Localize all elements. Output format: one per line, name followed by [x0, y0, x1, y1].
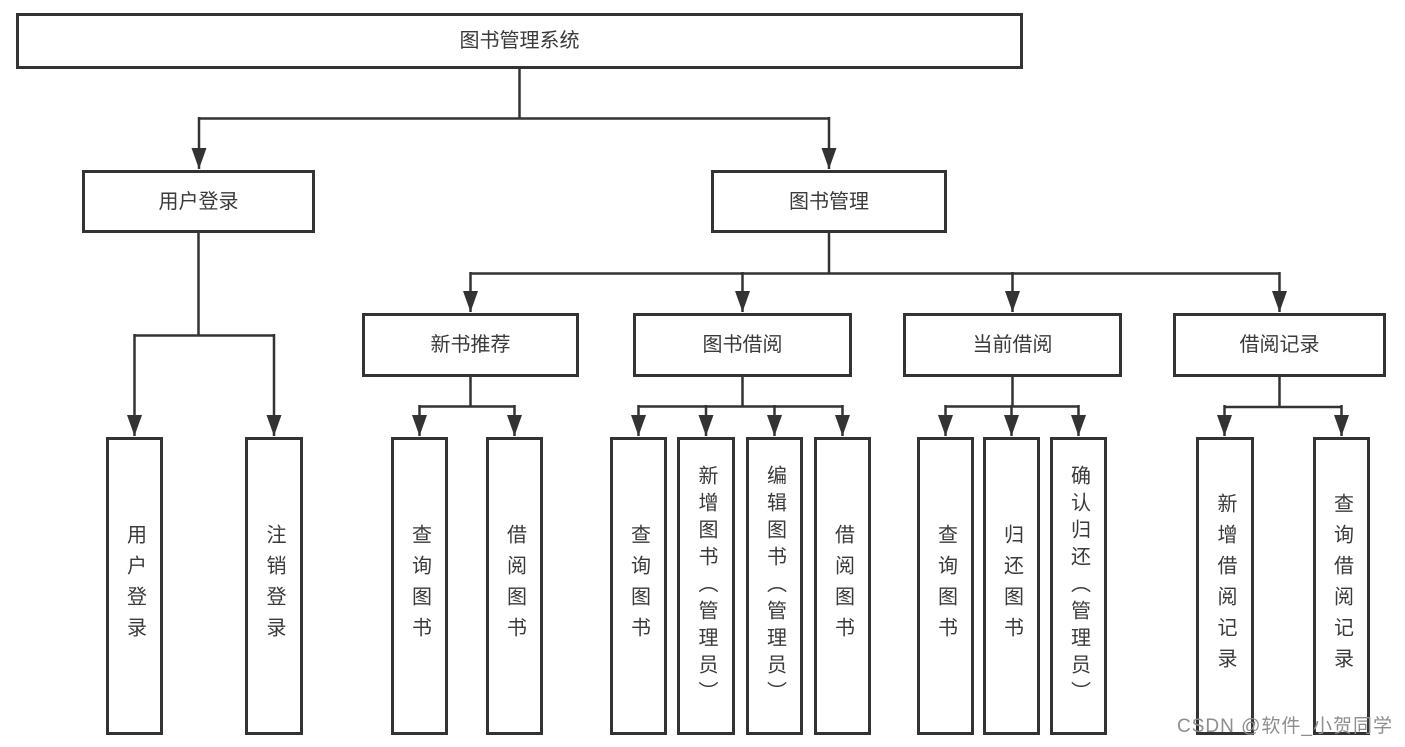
leaf-add-borrow-record: 新增借阅记录	[1196, 437, 1254, 735]
connector-new-book-rec	[419, 377, 515, 408]
node-label: 新增图书（管理员）	[695, 464, 717, 708]
leaf-borrow-books-2: 借阅图书	[814, 437, 871, 735]
connector-book-mgmt	[470, 233, 1280, 275]
leaf-query-borrow-record: 查询借阅记录	[1313, 437, 1370, 735]
node-label: 借阅图书	[831, 524, 854, 648]
leaf-query-books-1: 查询图书	[391, 437, 448, 735]
node-label: 查询借阅记录	[1330, 493, 1353, 679]
node-label: 查询图书	[627, 524, 650, 648]
connector-book-borrow	[638, 377, 843, 408]
connector-current-borrow	[945, 377, 1079, 408]
node-label: 注销登录	[263, 524, 285, 648]
node-book-management: 图书管理	[711, 170, 947, 233]
node-label: 用户登录	[123, 524, 146, 648]
leaf-query-books-2: 查询图书	[610, 437, 667, 735]
node-new-book-recommendation: 新书推荐	[362, 313, 579, 377]
leaf-user-login: 用户登录	[106, 437, 163, 735]
node-label: 归还图书	[1000, 524, 1023, 648]
node-root: 图书管理系统	[16, 13, 1023, 69]
leaf-logout: 注销登录	[245, 437, 303, 735]
node-label: 确认归还（管理员）	[1067, 464, 1090, 708]
node-label: 当前借阅	[972, 334, 1053, 356]
leaf-add-books-admin: 新增图书（管理员）	[677, 437, 735, 735]
leaf-borrow-books-1: 借阅图书	[486, 437, 543, 735]
node-label: 新书推荐	[430, 334, 511, 356]
leaf-confirm-return-admin: 确认归还（管理员）	[1050, 437, 1107, 735]
connector-user-login	[134, 233, 274, 337]
connector-root	[199, 69, 829, 120]
watermark: CSDN @软件_小贺同学	[1177, 716, 1393, 737]
leaf-return-books: 归还图书	[983, 437, 1040, 735]
node-borrowing-records: 借阅记录	[1173, 313, 1386, 377]
node-label: 查询图书	[408, 524, 431, 648]
node-label: 新增借阅记录	[1214, 493, 1236, 679]
connector-borrow-record	[1224, 377, 1342, 409]
leaf-query-books-3: 查询图书	[917, 437, 974, 735]
node-label: 图书借阅	[702, 334, 783, 356]
node-label: 借阅记录	[1239, 334, 1320, 356]
node-user-login: 用户登录	[82, 170, 315, 233]
node-label: 图书管理	[789, 190, 869, 213]
node-label: 借阅图书	[503, 524, 526, 648]
node-current-borrowing: 当前借阅	[903, 313, 1122, 377]
node-label: 查询图书	[934, 524, 957, 648]
node-book-borrowing: 图书借阅	[633, 313, 852, 377]
leaf-edit-books-admin: 编辑图书（管理员）	[746, 437, 803, 735]
node-label: 编辑图书（管理员）	[763, 464, 786, 708]
node-label: 图书管理系统	[459, 30, 580, 52]
node-label: 用户登录	[158, 190, 239, 213]
